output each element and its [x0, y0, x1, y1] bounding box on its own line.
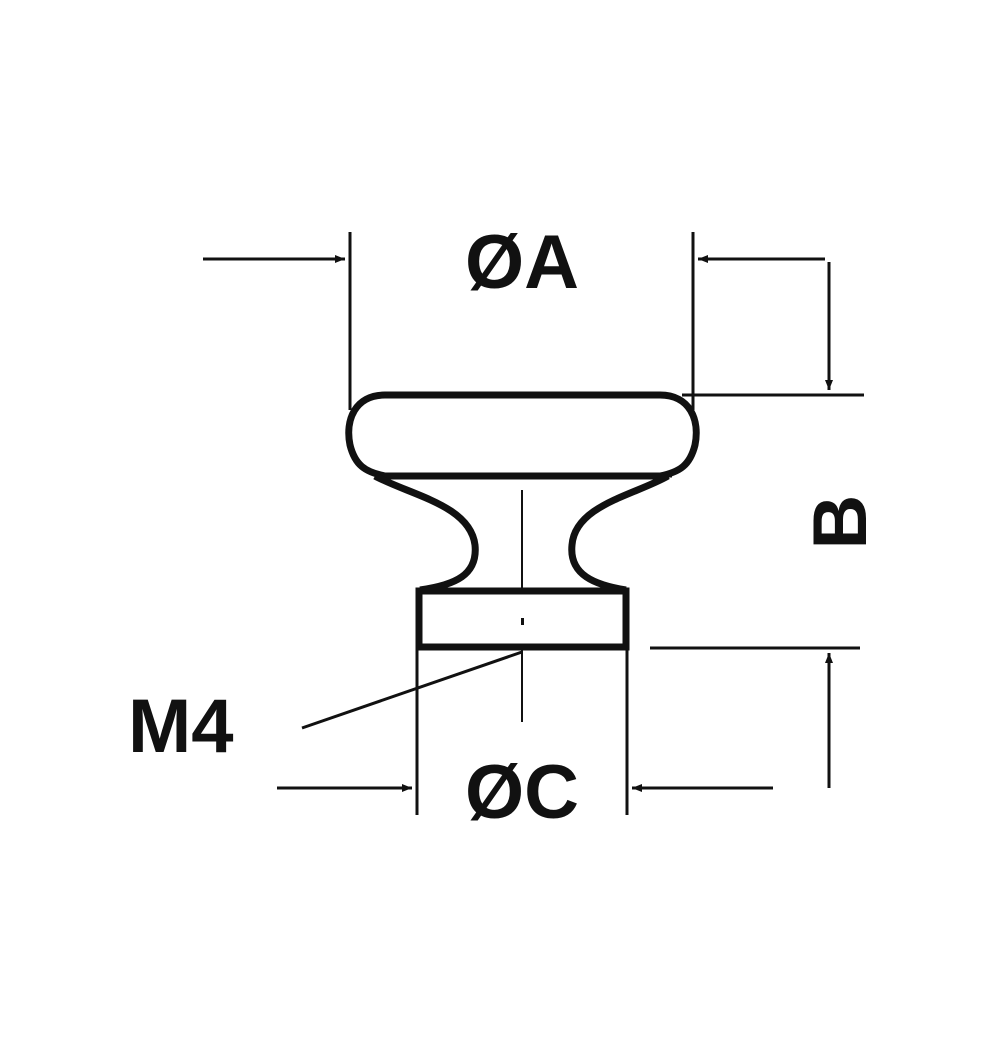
dimension-a [203, 232, 825, 410]
label-thread-m4: M4 [128, 684, 234, 769]
label-diameter-c: ØC [465, 750, 579, 835]
dimension-b [650, 262, 864, 788]
leader-line-m4 [301, 650, 523, 730]
knob-cap [345, 391, 700, 480]
label-diameter-a: ØA [465, 220, 579, 305]
knob-outline [345, 391, 700, 651]
center-dot [521, 618, 524, 625]
knob-neck-right [568, 472, 670, 594]
knob-neck-left [373, 472, 479, 594]
dimension-c [277, 648, 773, 815]
label-height-b: B [798, 495, 883, 550]
